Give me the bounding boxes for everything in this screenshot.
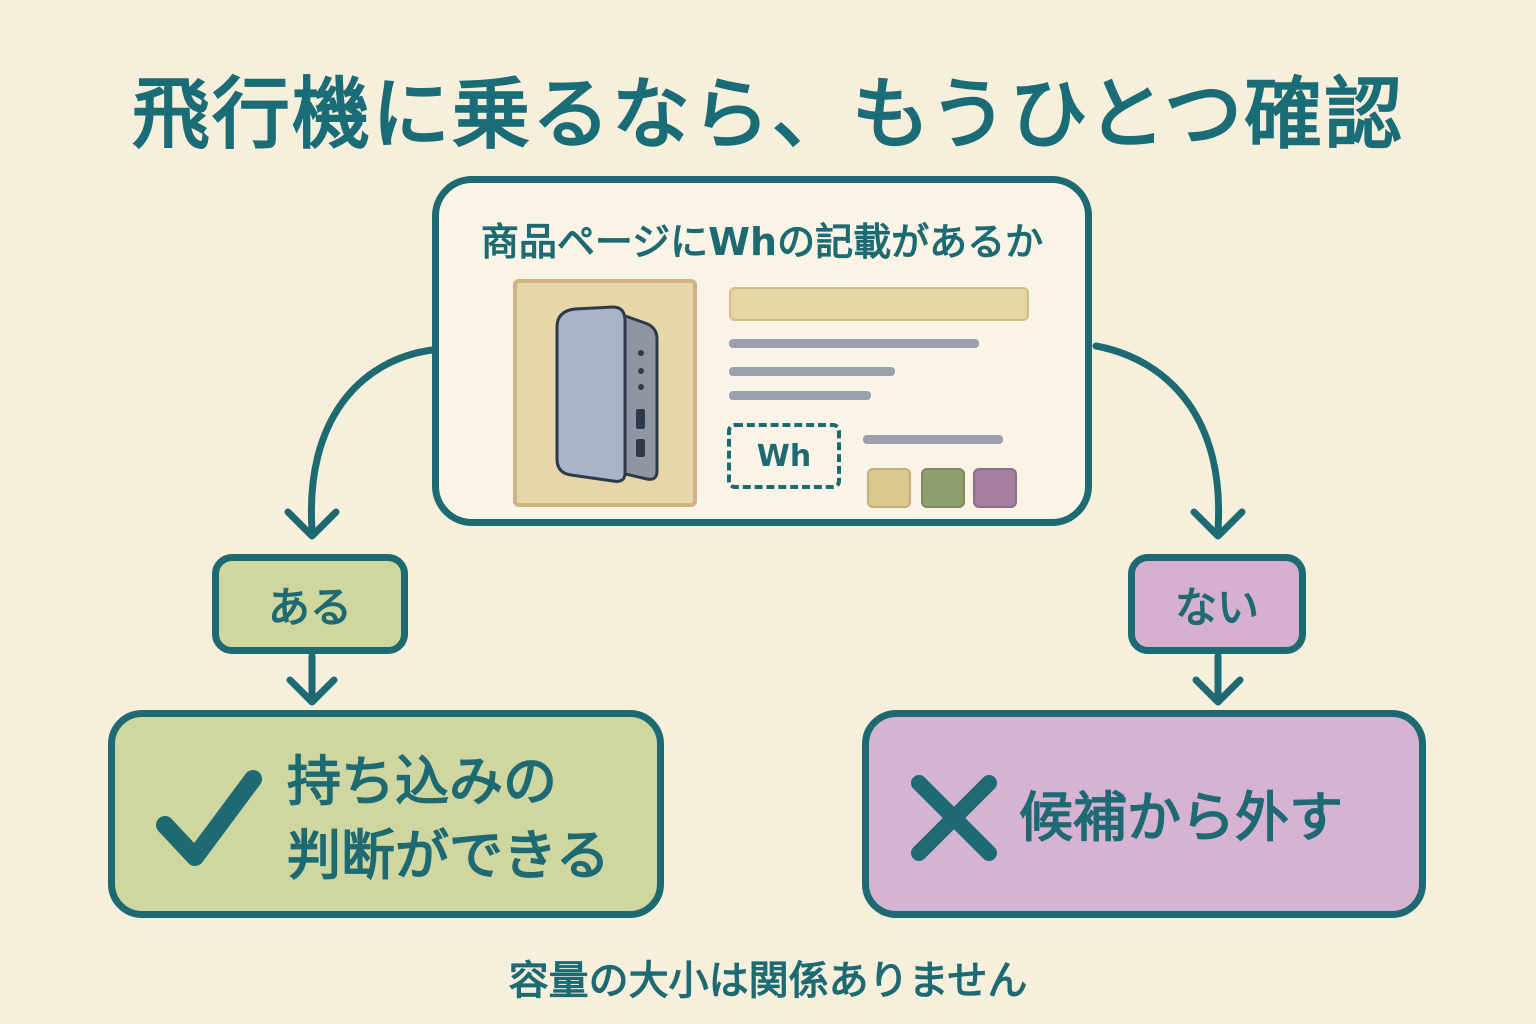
page-title: 飛行機に乗るなら、もうひとつ確認 — [131, 70, 1405, 160]
text-line — [863, 435, 1003, 444]
arrowhead-no-down — [1192, 676, 1244, 706]
arrowhead-no — [1190, 508, 1246, 540]
result-yes-line2: 判断ができる — [287, 824, 610, 887]
branch-no-label: ない — [1128, 554, 1306, 654]
result-yes-box: 持ち込みの 判断ができる — [108, 710, 664, 918]
power-bank-image — [513, 279, 697, 507]
product-page-card: 商品ページにWhの記載があるか Wh — [432, 176, 1092, 526]
text-line — [729, 367, 895, 376]
result-no-box: 候補から外す — [862, 710, 1426, 918]
card-question: 商品ページにWhの記載があるか — [480, 220, 1044, 264]
power-bank-icon — [555, 305, 659, 483]
text-line — [729, 339, 979, 348]
product-title-bar — [729, 287, 1029, 321]
result-no-text: 候補から外す — [1019, 786, 1343, 849]
color-swatch — [973, 468, 1017, 508]
arrow-to-yes — [307, 346, 436, 534]
arrow-to-no — [1092, 342, 1223, 534]
arrowhead-yes — [284, 508, 340, 540]
text-line — [729, 391, 871, 400]
cross-icon — [911, 775, 997, 861]
footnote: 容量の大小は関係ありません — [508, 958, 1028, 1004]
color-swatch — [867, 468, 911, 508]
wh-spec-label: Wh — [727, 423, 841, 489]
branch-yes-label: ある — [212, 554, 408, 654]
result-yes-line1: 持ち込みの — [287, 750, 557, 813]
arrowhead-yes-down — [286, 676, 338, 706]
color-swatch — [921, 468, 965, 508]
check-icon — [156, 770, 262, 866]
